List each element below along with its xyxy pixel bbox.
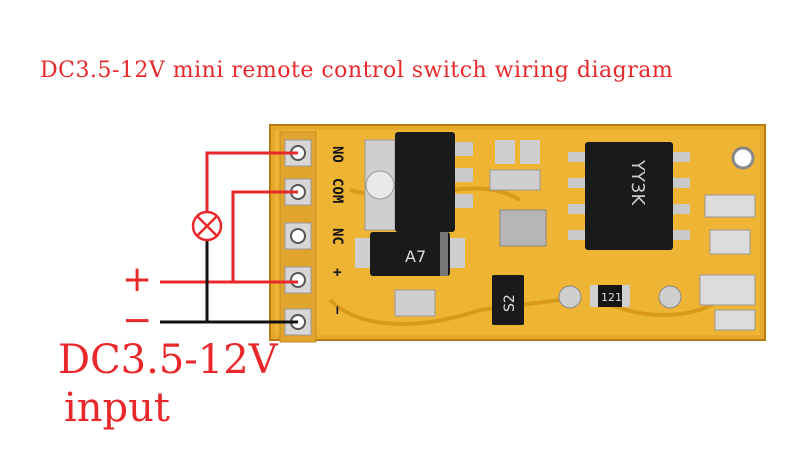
pin-label-nc: NC [329, 228, 345, 245]
pin-labels: NO COM NC + − [329, 146, 345, 314]
pin-label-minus: − [329, 306, 345, 314]
resistor: 121 [590, 285, 630, 307]
pin-label-plus: + [329, 268, 345, 276]
plus-sign: + [122, 259, 153, 300]
input-label: input [64, 385, 170, 431]
lamp-icon [191, 210, 223, 242]
ic-chip: YY3K [568, 142, 690, 250]
transistor: S2 [492, 275, 524, 325]
diagram-title: DC3.5-12V mini remote control switch wir… [40, 58, 674, 83]
resistor-marking: 121 [601, 291, 622, 304]
pin-label-no: NO [329, 146, 345, 163]
red-wire-com [231, 190, 298, 282]
ic-marking: YY3K [627, 159, 648, 206]
diode: A7 [355, 232, 465, 276]
minus-sign: − [122, 300, 153, 341]
red-wire-no [205, 151, 298, 212]
input-voltage-label: DC3.5-12V [58, 337, 278, 383]
pin-pad-nc [284, 222, 312, 250]
diode-marking: A7 [405, 247, 426, 266]
pin-pad-plus [284, 266, 312, 294]
pin-label-com: COM [329, 178, 345, 203]
mosfet-chip [364, 132, 473, 232]
wires [160, 151, 298, 324]
smd-components [394, 140, 756, 331]
transistor-marking: S2 [502, 294, 518, 312]
pin-pads [279, 131, 317, 343]
